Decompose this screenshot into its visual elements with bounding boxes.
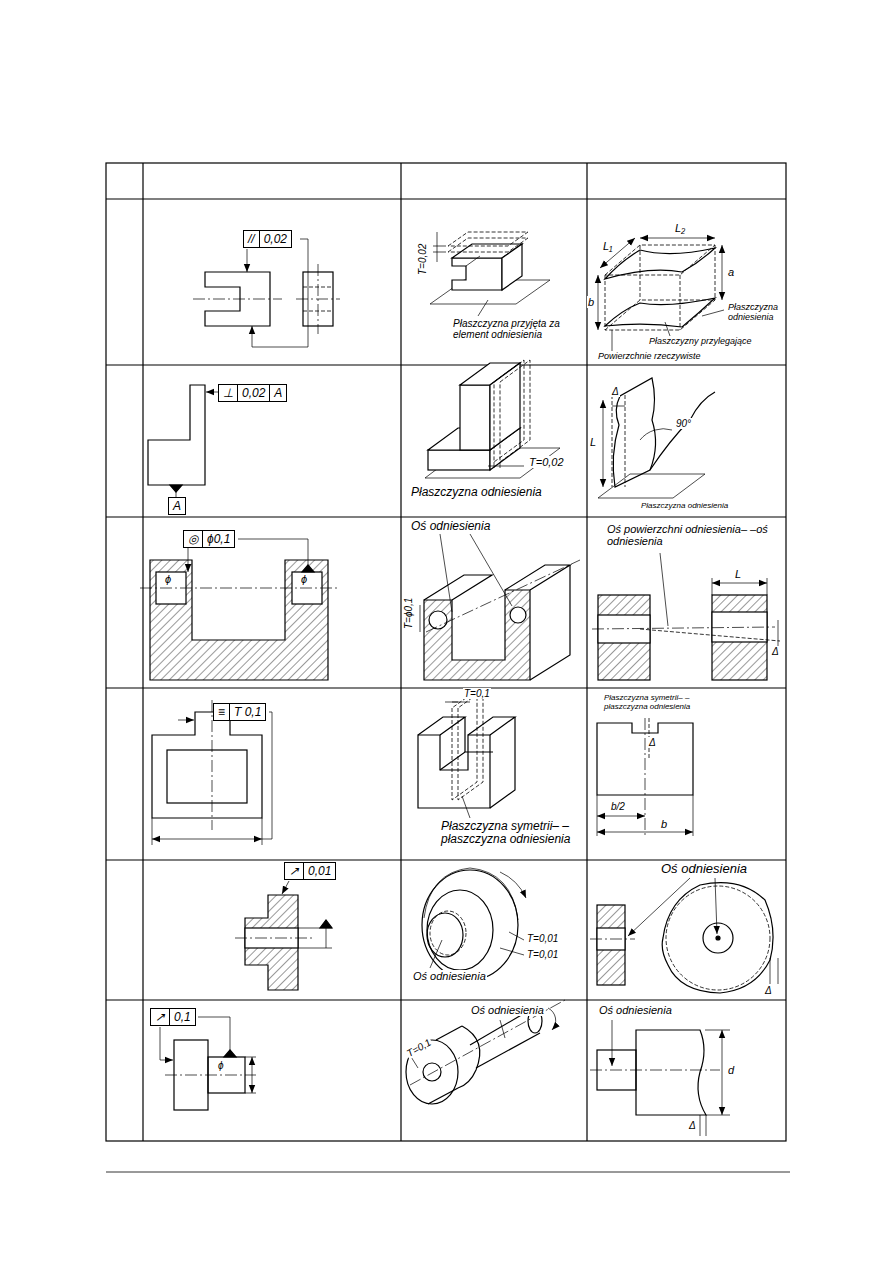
tolerance-frame: ⊥0,02A <box>218 384 287 402</box>
datum-box: A <box>168 497 186 515</box>
dimension-label: Δ <box>648 737 657 748</box>
note-label: Oś odniesienia <box>412 970 487 982</box>
tolerance-frame: ↗0,1 <box>150 1008 196 1026</box>
dimension-label: T=0,01 <box>526 949 559 960</box>
dimension-label: L <box>589 436 597 448</box>
note-label: Płaszczyzna symetrii– –płaszczyzna odnie… <box>440 820 572 846</box>
dimension-label: L <box>734 568 742 580</box>
note-label: Oś odniesienia <box>410 520 491 533</box>
tolerance-frame: ◎ϕ0,1 <box>183 530 235 548</box>
dimension-label: d <box>727 1064 735 1076</box>
frame-cell: 0,01 <box>303 863 335 879</box>
dimension-label: b <box>587 296 595 308</box>
frame-cell: A <box>269 385 286 401</box>
dimension-label: 90° <box>675 418 692 429</box>
note-label: Oś powierzchni odniesienia– –oś odniesie… <box>606 523 778 547</box>
dimension-label: ϕ <box>217 1060 225 1071</box>
note-label: Oś odniesienia <box>598 1004 673 1016</box>
note-label: Powierzchnie rzeczywiste <box>597 352 702 362</box>
dimension-label: L₂ <box>674 222 686 234</box>
dimension-label: T=0,1 <box>463 688 491 699</box>
tolerance-frame: ≡T 0,1 <box>213 703 266 721</box>
note-label: Płaszczyzna odniesienia <box>640 502 729 511</box>
dimension-label: L₁ <box>602 240 614 252</box>
dimension-label: Δ <box>764 985 773 996</box>
note-label: Płaszczyzna odniesienia <box>727 303 785 323</box>
note-label: Płaszczyzna odniesienia <box>410 486 543 499</box>
dimension-label: T=ϕ0,1 <box>403 597 414 630</box>
frame-cell: ↗ <box>151 1009 169 1025</box>
frame-cell: ⊥ <box>219 385 237 401</box>
dimension-label: T=0,02 <box>417 243 428 276</box>
frame-cell: ≡ <box>214 704 229 720</box>
frame-cell: A <box>169 498 185 514</box>
dimension-label: T=0,01 <box>526 933 559 944</box>
frame-cell: 0,02 <box>237 385 269 401</box>
dimension-label: Δ <box>771 646 780 657</box>
note-label: Oś odniesienia <box>660 862 748 876</box>
dimension-label: b/2 <box>610 801 626 812</box>
tolerance-frame: ↗0,01 <box>284 862 336 880</box>
dimension-label: ϕ <box>300 573 308 585</box>
note-label: Oś odniesienia <box>470 1004 545 1016</box>
frame-cell: T 0,1 <box>229 704 265 720</box>
note-label: Płaszczyzna przyjęta za element odniesie… <box>452 318 572 340</box>
frame-cell: 0,1 <box>169 1009 195 1025</box>
frame-cell: ◎ <box>184 531 202 547</box>
tolerance-frame: //0,02 <box>243 230 292 248</box>
frame-cell: 0,02 <box>259 231 291 247</box>
dimension-label: Δ <box>611 386 620 397</box>
dimension-label: ϕ <box>164 573 172 585</box>
dimension-label: a <box>727 266 735 278</box>
frame-cell: // <box>244 231 259 247</box>
dimension-label: b <box>660 818 668 830</box>
dimension-label: T=0,02 <box>528 456 565 468</box>
dimension-label: Δ <box>688 1120 697 1131</box>
dimension-label: T=0,1 <box>404 1036 434 1059</box>
frame-cell: ϕ0,1 <box>202 531 234 547</box>
frame-cell: ↗ <box>285 863 303 879</box>
note-label: Płaszczyzny przylegające <box>648 337 753 347</box>
note-label: Płaszczyzna symetrii– –płaszczyzna odnie… <box>603 694 701 712</box>
